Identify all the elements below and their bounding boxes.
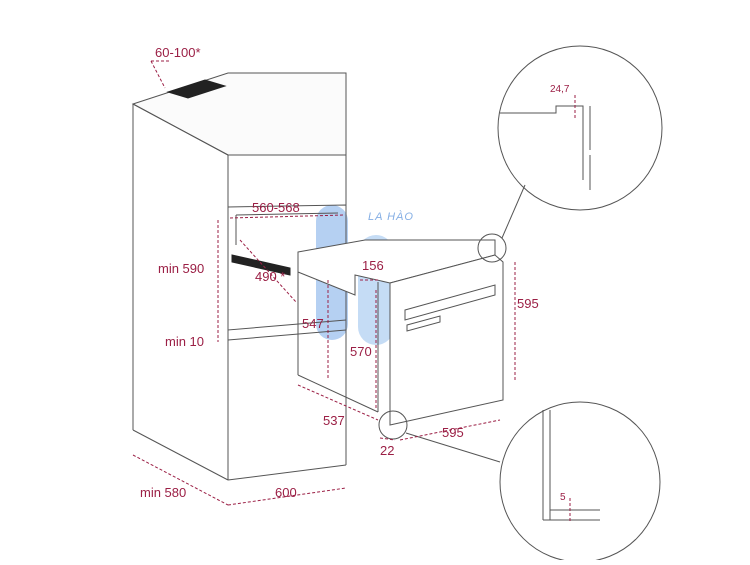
label-door-thickness: 22	[380, 443, 394, 458]
dimension-labels: 60-100* 560-568 490 * min 590 min 10 min…	[140, 45, 570, 503]
watermark-text: LA HÀO	[368, 210, 414, 223]
label-vent-gap: 60-100*	[155, 45, 201, 60]
label-oven-body-height: 547	[302, 316, 324, 331]
label-niche-width: 560-568	[252, 200, 300, 215]
niche-vent-slot	[231, 254, 291, 276]
label-niche-depth: 490 *	[255, 269, 285, 284]
label-niche-height: min 590	[158, 261, 204, 276]
label-oven-front-height: 570	[350, 344, 372, 359]
label-cabinet-width: 600	[275, 485, 297, 500]
tall-cabinet	[131, 72, 347, 481]
detail-bottom	[378, 401, 661, 563]
label-oven-front-gap: 156	[362, 258, 384, 273]
detail-top	[477, 45, 663, 263]
vent-slot	[166, 79, 227, 99]
oven	[297, 239, 504, 426]
dimension-lines	[132, 60, 576, 522]
label-detail-top: 24,7	[550, 84, 570, 95]
label-oven-height: 595	[517, 296, 539, 311]
label-oven-width: 595	[442, 425, 464, 440]
label-detail-bottom: 5	[560, 492, 566, 503]
label-cabinet-depth: min 580	[140, 485, 186, 500]
label-oven-depth: 537	[323, 413, 345, 428]
label-bottom-gap: min 10	[165, 334, 204, 349]
